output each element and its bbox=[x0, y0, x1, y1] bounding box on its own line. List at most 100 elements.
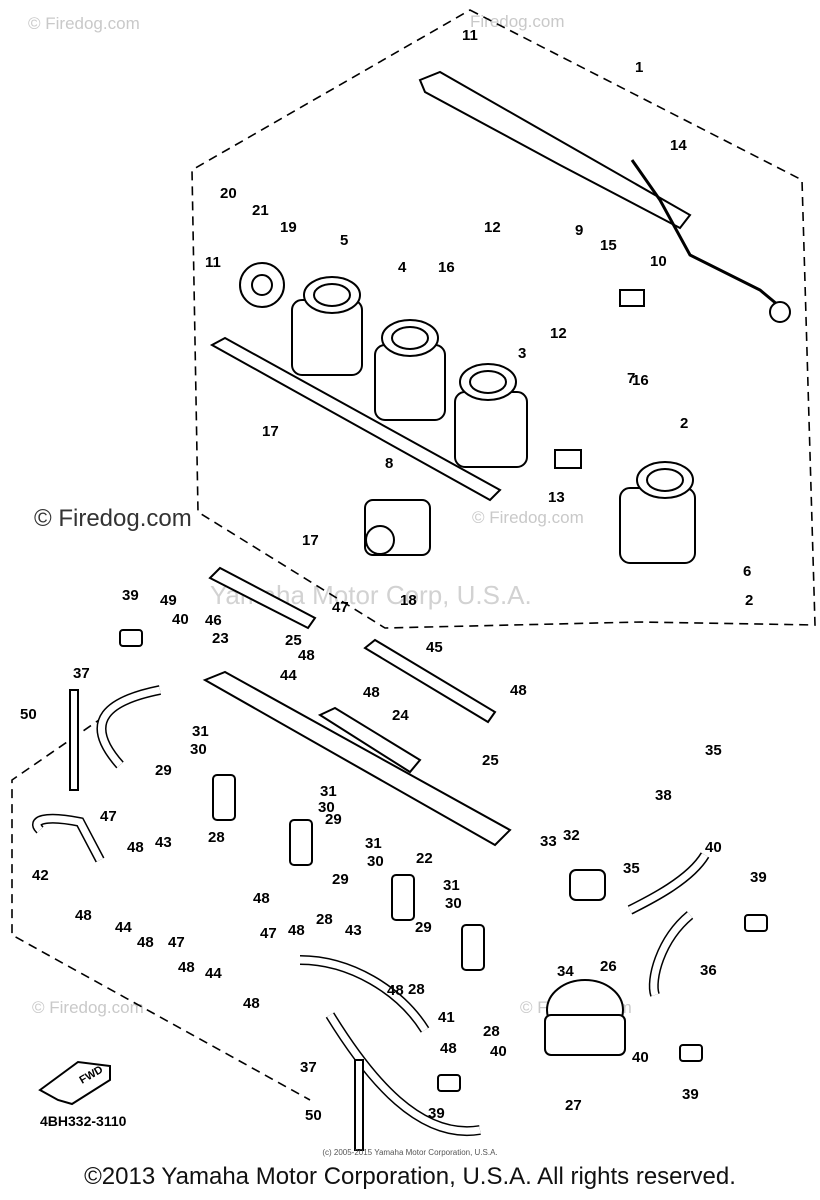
callout-13-1: 13 bbox=[548, 489, 565, 506]
callout-29-2: 29 bbox=[325, 811, 342, 828]
callout-14-1: 14 bbox=[670, 137, 687, 154]
callout-33-1: 33 bbox=[540, 833, 557, 850]
callout-1-1: 1 bbox=[635, 59, 643, 76]
bolt-39-b bbox=[744, 914, 768, 932]
callout-31-4: 31 bbox=[443, 877, 460, 894]
spring-13 bbox=[554, 449, 582, 469]
callout-43-2: 43 bbox=[345, 922, 362, 939]
callout-8-1: 8 bbox=[385, 455, 393, 472]
throttle-link-rod bbox=[630, 159, 791, 317]
callout-34-1: 34 bbox=[557, 963, 574, 980]
callout-40-1: 40 bbox=[172, 611, 189, 628]
callout-50-1: 50 bbox=[20, 706, 37, 723]
throttle-sensor-19 bbox=[239, 262, 285, 308]
callout-21-1: 21 bbox=[252, 202, 269, 219]
callout-31-3: 31 bbox=[365, 835, 382, 852]
callout-47-4: 47 bbox=[260, 925, 277, 942]
callout-12-2: 12 bbox=[550, 325, 567, 342]
callout-48-8: 48 bbox=[253, 890, 270, 907]
callout-30-4: 30 bbox=[445, 895, 462, 912]
callout-46-1: 46 bbox=[205, 612, 222, 629]
callout-48-2: 48 bbox=[363, 684, 380, 701]
rail-insulator-24 bbox=[317, 706, 422, 774]
callout-30-1: 30 bbox=[190, 741, 207, 758]
injector-29-a bbox=[212, 774, 236, 821]
callout-39-1: 39 bbox=[122, 587, 139, 604]
watermark-mid-left: © Firedog.com bbox=[34, 505, 192, 532]
throttle-body-5 bbox=[291, 276, 363, 376]
callout-48-5: 48 bbox=[75, 907, 92, 924]
callout-26-1: 26 bbox=[600, 958, 617, 975]
callout-31-2: 31 bbox=[320, 783, 337, 800]
callout-20-1: 20 bbox=[220, 185, 237, 202]
callout-48-11: 48 bbox=[387, 982, 404, 999]
callout-labels: 1223456789101111121213141516161717181920… bbox=[20, 27, 767, 1124]
callout-29-4: 29 bbox=[415, 919, 432, 936]
callout-4-1: 4 bbox=[398, 259, 407, 276]
callout-48-10: 48 bbox=[243, 995, 260, 1012]
callout-12-1: 12 bbox=[484, 219, 501, 236]
callout-28-1: 28 bbox=[208, 829, 225, 846]
callout-25-2: 25 bbox=[482, 752, 499, 769]
callout-44-3: 44 bbox=[205, 965, 222, 982]
callout-28-2: 28 bbox=[316, 911, 333, 928]
callout-48-7: 48 bbox=[178, 959, 195, 976]
callout-29-3: 29 bbox=[332, 871, 349, 888]
callout-17-1: 17 bbox=[262, 423, 279, 440]
callout-28-3: 28 bbox=[408, 981, 425, 998]
callout-48-3: 48 bbox=[510, 682, 527, 699]
callout-35-1: 35 bbox=[705, 742, 722, 759]
callout-2-1: 2 bbox=[680, 415, 688, 432]
callout-49-1: 49 bbox=[160, 592, 177, 609]
callout-42-1: 42 bbox=[32, 867, 49, 884]
throttle-body-3 bbox=[454, 363, 528, 468]
watermark-top-right: Firedog.com bbox=[470, 12, 565, 31]
callout-5-1: 5 bbox=[340, 232, 348, 249]
callout-40-2: 40 bbox=[705, 839, 722, 856]
bolt-39-d bbox=[437, 1074, 461, 1092]
hose-37-lower bbox=[325, 1012, 481, 1137]
callout-19-1: 19 bbox=[280, 219, 297, 236]
callout-41-1: 41 bbox=[438, 1009, 455, 1026]
callout-37-2: 37 bbox=[300, 1059, 317, 1076]
copyright-footer: ©2013 Yamaha Motor Corporation, U.S.A. A… bbox=[84, 1163, 736, 1190]
watermark-mid-right: © Firedog.com bbox=[472, 508, 584, 527]
callout-44-1: 44 bbox=[280, 667, 297, 684]
fuel-rail bbox=[202, 670, 512, 847]
callout-43-1: 43 bbox=[155, 834, 172, 851]
hose-band-50-lower bbox=[354, 1059, 364, 1151]
callout-39-4: 39 bbox=[428, 1105, 445, 1122]
hose-band-50-upper bbox=[69, 689, 79, 791]
callout-48-6: 48 bbox=[137, 934, 154, 951]
callout-44-2: 44 bbox=[115, 919, 132, 936]
callout-48-4: 48 bbox=[127, 839, 144, 856]
lower-mounting-rail bbox=[209, 336, 502, 502]
callout-11-2: 11 bbox=[205, 254, 221, 271]
injector-29-c bbox=[391, 874, 415, 921]
injector-29-d bbox=[461, 924, 485, 971]
upper-assembly-boundary bbox=[191, 9, 816, 629]
callout-17-2: 17 bbox=[302, 532, 319, 549]
callout-16-1: 16 bbox=[438, 259, 455, 276]
upper-mounting-rail bbox=[418, 70, 692, 230]
bolt-39-a bbox=[119, 629, 143, 647]
callout-47-3: 47 bbox=[168, 934, 185, 951]
throttle-body-4 bbox=[374, 319, 446, 421]
callout-25-1: 25 bbox=[285, 632, 302, 649]
callout-27-1: 27 bbox=[565, 1097, 582, 1114]
callout-22-1: 22 bbox=[416, 850, 433, 867]
callout-2-2: 2 bbox=[745, 592, 753, 609]
callout-3-1: 3 bbox=[518, 345, 526, 362]
callout-7-1: 7 bbox=[627, 370, 635, 387]
fwd-arrow: FWD bbox=[38, 1060, 111, 1106]
diagram-code: 4BH332-3110 bbox=[40, 1113, 127, 1129]
callout-50-2: 50 bbox=[305, 1107, 322, 1124]
callout-29-1: 29 bbox=[155, 762, 172, 779]
throttle-body-2 bbox=[619, 461, 696, 564]
callout-35-2: 35 bbox=[623, 860, 640, 877]
callout-40-4: 40 bbox=[490, 1043, 507, 1060]
callout-18-1: 18 bbox=[400, 592, 417, 609]
idle-control-18 bbox=[364, 499, 431, 556]
callout-31-1: 31 bbox=[192, 723, 209, 740]
